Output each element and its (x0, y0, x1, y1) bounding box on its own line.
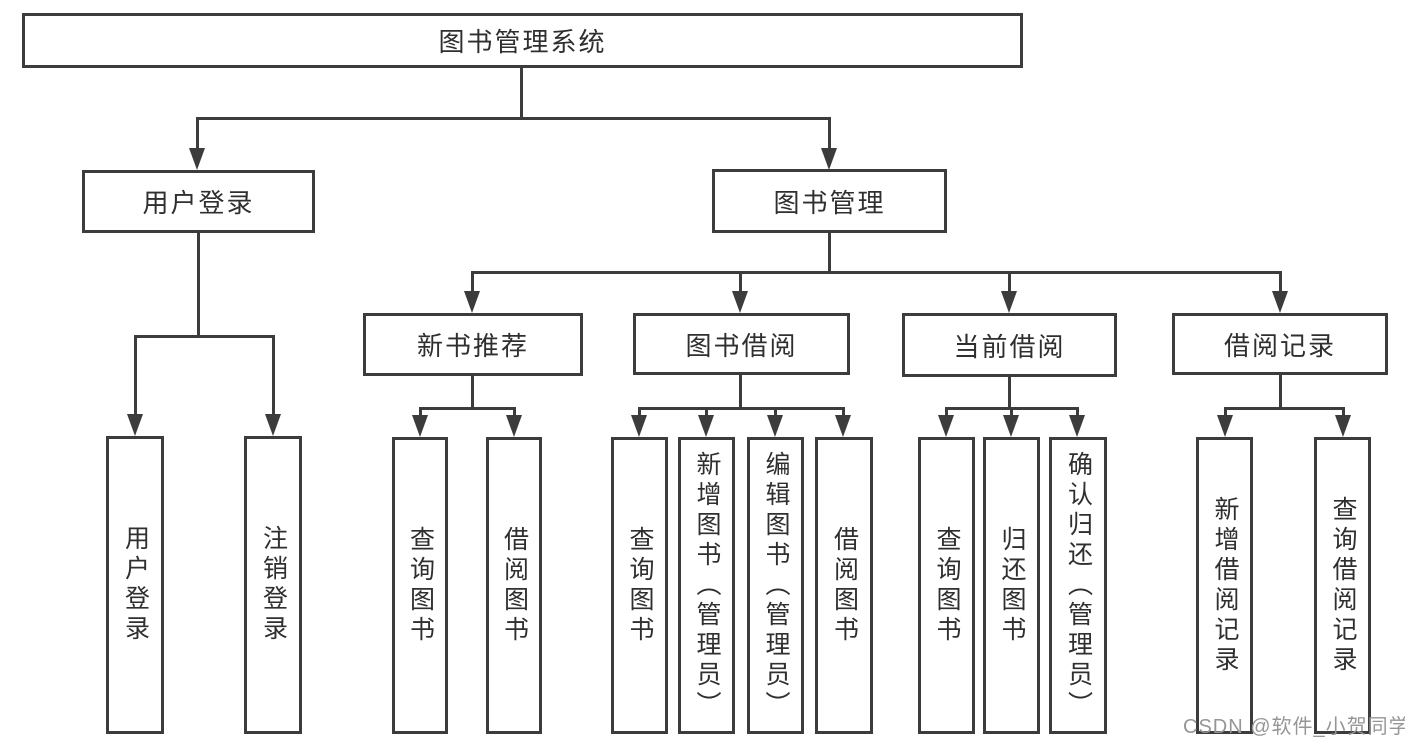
leaf-return-books-label: 归还图书 (998, 525, 1026, 646)
node-user-login: 用户登录 (82, 170, 315, 233)
connector-drop (471, 271, 474, 293)
arrowhead-down-icon (1272, 291, 1288, 313)
leaf-return-books: 归还图书 (983, 437, 1040, 734)
node-user-login-label: 用户登录 (142, 188, 255, 218)
leaf-confirm-return-admin-label: 确认归还（管理员） (1064, 450, 1093, 721)
arrowhead-down-icon (821, 148, 837, 170)
connector-drop (1224, 407, 1227, 419)
node-current-borrow: 当前借阅 (902, 313, 1117, 377)
leaf-add-books-admin: 新增图书（管理员） (678, 437, 735, 734)
arrowhead-down-icon (938, 415, 954, 437)
node-book-borrow: 图书借阅 (633, 313, 850, 375)
leaf-recommend-borrow-books-label: 借阅图书 (500, 525, 529, 646)
connector-book-mgmt-stem (828, 233, 831, 274)
connector-recommend-branch (419, 407, 516, 410)
connector-borrow-stem (739, 375, 742, 410)
node-book-borrow-label: 图书借阅 (685, 330, 798, 361)
connector-drop (638, 407, 641, 419)
leaf-recommend-query-books: 查询图书 (392, 437, 448, 734)
arrowhead-down-icon (631, 415, 647, 437)
arrowhead-down-icon (835, 415, 851, 437)
connector-root-stem (520, 68, 523, 118)
connector-drop (134, 335, 137, 416)
arrowhead-down-icon (1069, 415, 1085, 437)
connector-user-login-stem (197, 233, 200, 338)
connector-drop (828, 117, 831, 150)
leaf-add-borrow-record: 新增借阅记录 (1196, 437, 1253, 734)
connector-drop (196, 117, 199, 150)
leaf-current-query-books: 查询图书 (918, 437, 975, 734)
node-book-management: 图书管理 (712, 169, 947, 233)
arrowhead-down-icon (1335, 415, 1351, 437)
connector-drop (1076, 407, 1079, 419)
connector-drop (419, 407, 422, 419)
leaf-confirm-return-admin: 确认归还（管理员） (1049, 437, 1107, 734)
leaf-query-borrow-record-label: 查询借阅记录 (1329, 495, 1357, 676)
node-borrow-records-label: 借阅记录 (1223, 330, 1336, 361)
leaf-current-query-books-label: 查询图书 (933, 525, 961, 646)
connector-drop (842, 407, 845, 419)
node-root-label: 图书管理系统 (438, 27, 607, 57)
leaf-borrow-books: 借阅图书 (815, 437, 873, 734)
arrowhead-down-icon (506, 415, 522, 437)
leaf-borrow-query-books-label: 查询图书 (626, 525, 654, 646)
node-current-borrow-label: 当前借阅 (953, 331, 1066, 362)
arrowhead-down-icon (265, 414, 281, 436)
connector-drop (945, 407, 948, 419)
arrowhead-down-icon (1003, 415, 1019, 437)
leaf-borrow-query-books: 查询图书 (611, 437, 668, 734)
connector-drop (1342, 407, 1345, 419)
connector-borrow-branch (638, 407, 845, 410)
connector-drop (1279, 271, 1282, 293)
connector-drop (739, 271, 742, 293)
arrowhead-down-icon (767, 415, 783, 437)
node-book-management-label: 图书管理 (773, 187, 886, 218)
connector-records-stem (1279, 375, 1282, 410)
leaf-recommend-query-books-label: 查询图书 (406, 525, 435, 646)
leaf-borrow-books-label: 借阅图书 (830, 525, 859, 646)
leaf-add-books-admin-label: 新增图书（管理员） (693, 450, 721, 721)
connector-drop (1010, 407, 1013, 419)
leaf-user-login: 用户登录 (106, 436, 164, 734)
node-root: 图书管理系统 (22, 13, 1023, 68)
arrowhead-down-icon (412, 415, 428, 437)
arrowhead-down-icon (732, 291, 748, 313)
node-new-book-recommend: 新书推荐 (363, 313, 583, 376)
connector-drop (513, 407, 516, 419)
leaf-add-borrow-record-label: 新增借阅记录 (1211, 495, 1239, 676)
arrowhead-down-icon (464, 291, 480, 313)
leaf-recommend-borrow-books: 借阅图书 (486, 437, 542, 734)
leaf-logout: 注销登录 (244, 436, 302, 734)
connector-user-login-branch (134, 335, 275, 338)
node-new-book-recommend-label: 新书推荐 (416, 331, 529, 361)
leaf-edit-books-admin-label: 编辑图书（管理员） (762, 450, 790, 721)
leaf-user-login-label: 用户登录 (121, 525, 150, 645)
connector-current-stem (1008, 377, 1011, 410)
connector-root-branch (196, 117, 831, 120)
leaf-logout-label: 注销登录 (259, 525, 288, 645)
arrowhead-down-icon (698, 415, 714, 437)
connector-drop (705, 407, 708, 419)
connector-recommend-stem (471, 376, 474, 410)
connector-book-mgmt-branch (471, 271, 1282, 274)
connector-drop (272, 335, 275, 416)
connector-drop (1008, 271, 1011, 293)
connector-drop (774, 407, 777, 419)
leaf-edit-books-admin: 编辑图书（管理员） (747, 437, 804, 734)
connector-records-branch (1224, 407, 1345, 410)
node-borrow-records: 借阅记录 (1172, 313, 1388, 375)
arrowhead-down-icon (127, 414, 143, 436)
csdn-watermark: CSDN @软件_小贺同学 (1183, 716, 1405, 738)
arrowhead-down-icon (1001, 291, 1017, 313)
arrowhead-down-icon (1217, 415, 1233, 437)
leaf-query-borrow-record: 查询借阅记录 (1314, 437, 1371, 734)
arrowhead-down-icon (189, 148, 205, 170)
